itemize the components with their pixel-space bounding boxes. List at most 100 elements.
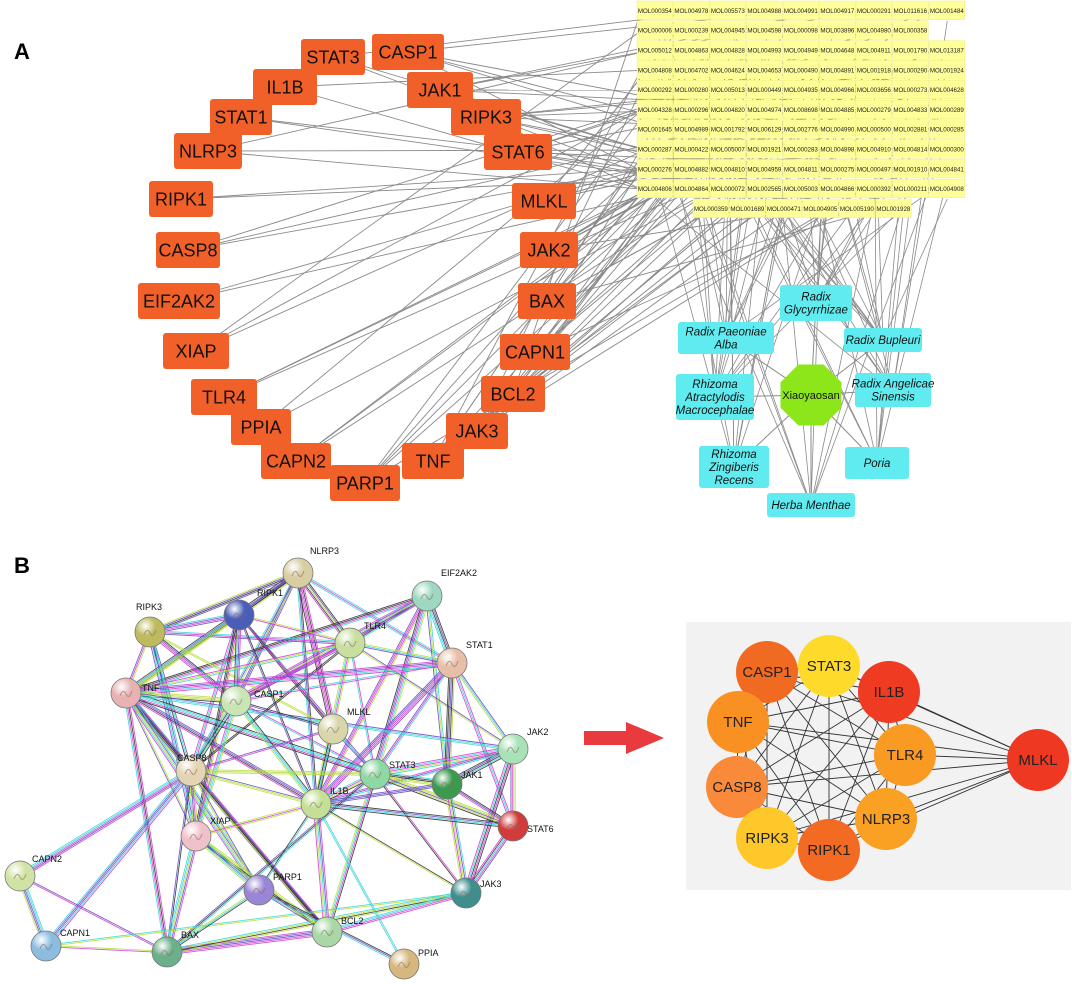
molecule-node[interactable]: MOL004993 (746, 40, 783, 60)
molecule-node[interactable]: MOL000292 (636, 79, 673, 99)
molecule-node[interactable]: MOL004908 (928, 178, 965, 198)
molecule-node[interactable]: MOL004628 (928, 79, 965, 99)
gene-node-capn1[interactable]: CAPN1 (500, 334, 570, 370)
gene-node-stat1[interactable]: STAT1 (210, 99, 272, 135)
molecule-node[interactable]: MOL000287 (636, 139, 673, 159)
molecule-node[interactable]: MOL000280 (673, 79, 710, 99)
molecule-node[interactable]: MOL013187 (928, 40, 965, 60)
molecule-node[interactable]: MOL004863 (673, 40, 710, 60)
molecule-node[interactable]: MOL004905 (802, 198, 839, 218)
molecule-node[interactable]: MOL002776 (782, 119, 819, 139)
molecule-node[interactable]: MOL000289 (928, 99, 965, 119)
hub-node-ripk1[interactable]: RIPK1 (798, 819, 860, 881)
molecule-node[interactable]: MOL005573 (709, 0, 746, 20)
gene-node-xiap[interactable]: XIAP (163, 333, 229, 369)
molecule-node[interactable]: MOL000497 (855, 159, 892, 179)
molecule-node[interactable]: MOL004910 (855, 139, 892, 159)
ppi-node-parp1[interactable]: PARP1 (243, 872, 302, 906)
molecule-node[interactable]: MOL001924 (928, 60, 965, 80)
molecule-node[interactable]: MOL004702 (673, 60, 710, 80)
ppi-node-tlr4[interactable]: TLR4 (334, 621, 386, 659)
gene-node-capn2[interactable]: CAPN2 (261, 443, 331, 479)
molecule-node[interactable]: MOL004648 (819, 40, 856, 60)
molecule-node[interactable]: MOL001918 (855, 60, 892, 80)
molecule-node[interactable]: MOL004991 (782, 0, 819, 20)
gene-node-mlkl[interactable]: MLKL (512, 183, 576, 219)
molecule-node[interactable]: MOL000500 (855, 119, 892, 139)
molecule-node[interactable]: MOL004959 (746, 159, 783, 179)
hub-node-tnf[interactable]: TNF (707, 691, 769, 753)
molecule-node[interactable]: MOL004598 (746, 20, 783, 40)
herb-node-bup[interactable]: Radix Bupleuri (844, 328, 922, 352)
molecule-node[interactable]: MOL004891 (819, 60, 856, 80)
molecule-node[interactable]: MOL004806 (636, 178, 673, 198)
molecule-node[interactable]: MOL001792 (709, 119, 746, 139)
gene-node-bax[interactable]: BAX (518, 283, 576, 319)
ppi-node-ripk3[interactable]: RIPK3 (134, 602, 166, 648)
molecule-node[interactable]: MOL000291 (855, 0, 892, 20)
molecule-node[interactable]: MOL004841 (928, 159, 965, 179)
ppi-node-capn1[interactable]: CAPN1 (30, 928, 90, 962)
formula-node[interactable]: Xiaoyaosan (780, 364, 842, 426)
molecule-node[interactable]: MOL004820 (709, 99, 746, 119)
ppi-node-casp8[interactable]: CASP8 (175, 753, 207, 787)
molecule-node[interactable]: MOL004624 (709, 60, 746, 80)
gene-node-jak2[interactable]: JAK2 (520, 232, 578, 268)
molecule-node[interactable]: MOL000359 (692, 198, 729, 218)
gene-node-tlr4[interactable]: TLR4 (191, 379, 257, 415)
molecule-node[interactable]: MOL004328 (636, 99, 673, 119)
ppi-node-ppia[interactable]: PPIA (388, 948, 439, 980)
ppi-node-jak1[interactable]: JAK1 (431, 768, 483, 800)
molecule-node[interactable]: MOL000072 (709, 178, 746, 198)
molecule-node[interactable]: MOL002881 (892, 119, 929, 139)
gene-node-ripk3[interactable]: RIPK3 (451, 99, 521, 135)
gene-node-eif2ak2[interactable]: EIF2AK2 (138, 283, 220, 319)
molecule-node[interactable]: MOL005012 (636, 40, 673, 60)
molecule-node[interactable]: MOL002565 (746, 178, 783, 198)
molecule-node[interactable]: MOL004828 (709, 40, 746, 60)
ppi-node-stat1[interactable]: STAT1 (436, 640, 493, 679)
molecule-node[interactable]: MOL004814 (892, 139, 929, 159)
molecule-node[interactable]: MOL004978 (673, 0, 710, 20)
molecule-node[interactable]: MOL011616 (892, 0, 929, 20)
gene-node-nlrp3[interactable]: NLRP3 (174, 133, 242, 169)
molecule-node[interactable]: MOL004911 (855, 40, 892, 60)
ppi-node-xiap[interactable]: XIAP (180, 816, 231, 852)
ppi-node-casp1[interactable]: CASP1 (220, 685, 284, 717)
ppi-node-ripk1[interactable]: RIPK1 (223, 588, 283, 631)
herb-node-por[interactable]: Poria (845, 447, 909, 479)
molecule-node[interactable]: MOL001689 (729, 198, 766, 218)
molecule-node[interactable]: MOL000358 (892, 20, 929, 40)
ppi-node-capn2[interactable]: CAPN2 (4, 854, 62, 892)
gene-node-jak3[interactable]: JAK3 (446, 413, 508, 449)
molecule-node[interactable]: MOL004898 (819, 139, 856, 159)
molecule-node[interactable]: MOL003656 (855, 79, 892, 99)
molecule-node[interactable]: MOL000006 (636, 20, 673, 40)
molecule-node[interactable]: MOL004866 (819, 178, 856, 198)
gene-node-casp1[interactable]: CASP1 (372, 34, 444, 70)
hub-node-casp8[interactable]: CASP8 (706, 756, 768, 818)
molecule-node[interactable]: MOL000276 (636, 159, 673, 179)
molecule-node[interactable]: MOL000283 (782, 139, 819, 159)
ppi-node-jak3[interactable]: JAK3 (450, 877, 502, 909)
ppi-node-bcl2[interactable]: BCL2 (311, 916, 364, 948)
molecule-node[interactable]: MOL004974 (746, 99, 783, 119)
molecule-node[interactable]: MOL000449 (746, 79, 783, 99)
molecule-node[interactable]: MOL004966 (819, 79, 856, 99)
gene-node-tnf[interactable]: TNF (402, 443, 464, 479)
molecule-node[interactable]: MOL004949 (782, 40, 819, 60)
molecule-node[interactable]: MOL000471 (765, 198, 802, 218)
molecule-node[interactable]: MOL004990 (819, 119, 856, 139)
molecule-node[interactable]: MOL006129 (746, 119, 783, 139)
molecule-node[interactable]: MOL004864 (673, 178, 710, 198)
ppi-node-il1b[interactable]: IL1B (300, 786, 349, 820)
molecule-node[interactable]: MOL000422 (673, 139, 710, 159)
molecule-node[interactable]: MOL000285 (928, 119, 965, 139)
molecule-node[interactable]: MOL004945 (709, 20, 746, 40)
molecule-node[interactable]: MOL000490 (782, 60, 819, 80)
molecule-node[interactable]: MOL000290 (892, 60, 929, 80)
ppi-node-stat6[interactable]: STAT6 (497, 810, 554, 842)
molecule-node[interactable]: MOL003896 (819, 20, 856, 40)
